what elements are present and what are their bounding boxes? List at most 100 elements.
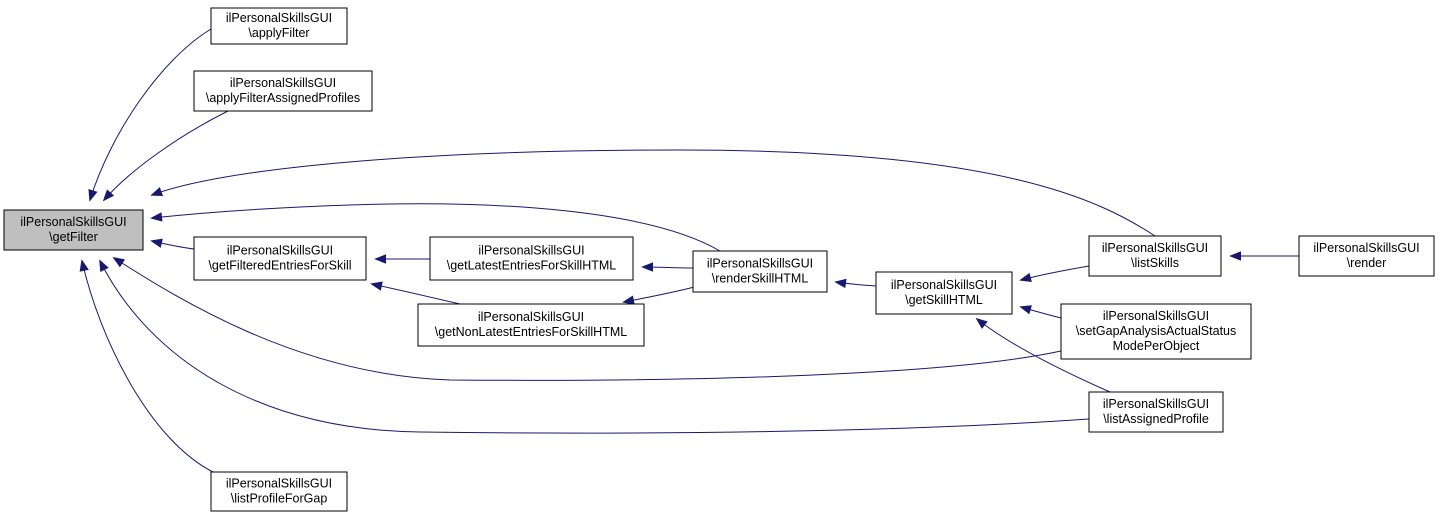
edge-line bbox=[371, 283, 461, 305]
arrowhead bbox=[99, 259, 109, 273]
arrowhead bbox=[150, 212, 163, 222]
node-box[interactable] bbox=[875, 271, 1013, 315]
node-box[interactable] bbox=[417, 303, 645, 347]
node-label-line: \getFilteredEntriesForSkill bbox=[208, 259, 351, 273]
node-label-line: ilPersonalSkillsGUI bbox=[1103, 309, 1209, 323]
arrowhead bbox=[112, 257, 125, 268]
arrowhead bbox=[975, 317, 988, 329]
arrowhead bbox=[102, 189, 115, 202]
edge-getFilteredEntriesForSkill-to-getFilter bbox=[150, 238, 195, 250]
arrowhead bbox=[370, 281, 383, 291]
node-render[interactable]: ilPersonalSkillsGUI\render bbox=[1298, 235, 1435, 277]
edge-getNonLatestEntriesForSkillHTML-to-getFilteredEntriesForSkill bbox=[370, 281, 461, 305]
arrowhead bbox=[641, 262, 654, 272]
edge-listProfileForGap-to-getFilter bbox=[79, 259, 214, 473]
node-label-line: \render bbox=[1347, 256, 1387, 270]
edge-listSkills-to-getSkillHTML bbox=[1019, 265, 1090, 283]
node-label-line: \listSkills bbox=[1131, 256, 1179, 270]
edge-renderSkillHTML-to-getNonLatestEntriesForSkillHTML bbox=[622, 285, 699, 305]
node-box[interactable] bbox=[429, 236, 634, 281]
node-getFilteredEntriesForSkill[interactable]: ilPersonalSkillsGUI\getFilteredEntriesFo… bbox=[193, 236, 367, 281]
edge-line bbox=[976, 318, 1111, 393]
arrowhead bbox=[1019, 272, 1032, 283]
node-box[interactable] bbox=[210, 471, 348, 512]
node-label-line: \getSkillHTML bbox=[905, 293, 983, 307]
edge-listAssignedProfile-to-getSkillHTML bbox=[975, 317, 1111, 393]
edge-listAssignedProfile-to-getFilter bbox=[99, 259, 1090, 434]
edge-line bbox=[1020, 265, 1090, 281]
node-label-line: \getFilter bbox=[49, 230, 98, 244]
edge-renderSkillHTML-to-getLatestEntriesForSkillHTML bbox=[641, 262, 694, 272]
node-label-line: ilPersonalSkillsGUI bbox=[478, 310, 584, 324]
edge-line bbox=[103, 110, 229, 201]
edge-line bbox=[81, 260, 214, 473]
node-box[interactable] bbox=[692, 250, 828, 293]
edge-line bbox=[623, 285, 699, 303]
node-label-line: ModePerObject bbox=[1113, 339, 1200, 353]
node-label-line: \applyFilter bbox=[248, 26, 309, 40]
node-label-line: ilPersonalSkillsGUI bbox=[478, 244, 584, 258]
node-setGapAnalysisActualStatusModePerObject[interactable]: ilPersonalSkillsGUI\setGapAnalysisActual… bbox=[1060, 303, 1252, 360]
node-getLatestEntriesForSkillHTML[interactable]: ilPersonalSkillsGUI\getLatestEntriesForS… bbox=[429, 236, 634, 281]
edge-applyFilter-to-getFilter bbox=[88, 28, 212, 202]
node-box[interactable] bbox=[1088, 235, 1222, 277]
node-getSkillHTML[interactable]: ilPersonalSkillsGUI\getSkillHTML bbox=[875, 271, 1013, 315]
node-applyFilter[interactable]: ilPersonalSkillsGUI\applyFilter bbox=[210, 7, 348, 45]
node-label-line: ilPersonalSkillsGUI bbox=[227, 244, 333, 258]
node-label-line: ilPersonalSkillsGUI bbox=[226, 477, 332, 491]
arrowhead bbox=[88, 189, 98, 202]
node-renderSkillHTML[interactable]: ilPersonalSkillsGUI\renderSkillHTML bbox=[692, 250, 828, 293]
edge-listSkills-to-getFilter bbox=[150, 149, 1156, 237]
node-label-line: \listProfileForGap bbox=[231, 492, 328, 506]
edge-render-to-listSkills bbox=[1229, 251, 1299, 261]
node-label-line: ilPersonalSkillsGUI bbox=[230, 76, 336, 90]
edge-getSkillHTML-to-renderSkillHTML bbox=[834, 278, 877, 289]
node-label-line: \getLatestEntriesForSkillHTML bbox=[447, 259, 617, 273]
node-label-line: ilPersonalSkillsGUI bbox=[226, 11, 332, 25]
node-getNonLatestEntriesForSkillHTML[interactable]: ilPersonalSkillsGUI\getNonLatestEntriesF… bbox=[417, 303, 645, 347]
edge-line bbox=[151, 149, 1156, 237]
arrowhead bbox=[150, 187, 164, 197]
edge-setGapAnalysisActualStatusModePerObject-to-getFilter bbox=[112, 257, 1062, 381]
node-getFilter[interactable]: ilPersonalSkillsGUI\getFilter bbox=[3, 209, 144, 251]
node-label-line: ilPersonalSkillsGUI bbox=[1103, 397, 1209, 411]
node-applyFilterAssignedProfiles[interactable]: ilPersonalSkillsGUI\applyFilterAssignedP… bbox=[193, 70, 373, 112]
edge-applyFilterAssignedProfiles-to-getFilter bbox=[102, 110, 229, 202]
arrowhead bbox=[374, 254, 386, 264]
node-label-line: \getNonLatestEntriesForSkillHTML bbox=[435, 325, 627, 339]
edge-line bbox=[113, 257, 1062, 381]
edge-line bbox=[99, 260, 1090, 434]
node-label-line: \renderSkillHTML bbox=[712, 272, 809, 286]
nodes-layer: ilPersonalSkillsGUI\getFilterilPersonalS… bbox=[3, 7, 1435, 512]
node-listSkills[interactable]: ilPersonalSkillsGUI\listSkills bbox=[1088, 235, 1222, 277]
node-label-line: ilPersonalSkillsGUI bbox=[20, 215, 126, 229]
node-box[interactable] bbox=[1060, 303, 1252, 360]
node-box[interactable] bbox=[210, 7, 348, 45]
edge-line bbox=[89, 28, 212, 201]
node-box[interactable] bbox=[1088, 391, 1224, 433]
node-listAssignedProfile[interactable]: ilPersonalSkillsGUI\listAssignedProfile bbox=[1088, 391, 1224, 433]
node-box[interactable] bbox=[3, 209, 144, 251]
edge-setGapAnalysisActualStatusModePerObject-to-getSkillHTML bbox=[1019, 305, 1062, 319]
arrowhead bbox=[1019, 305, 1032, 315]
node-box[interactable] bbox=[193, 236, 367, 281]
arrowhead bbox=[622, 295, 635, 305]
node-label-line: ilPersonalSkillsGUI bbox=[1313, 241, 1419, 255]
node-listProfileForGap[interactable]: ilPersonalSkillsGUI\listProfileForGap bbox=[210, 471, 348, 512]
arrowhead bbox=[79, 259, 89, 272]
edges-layer bbox=[79, 28, 1299, 473]
node-label-line: \setGapAnalysisActualStatus bbox=[1076, 324, 1237, 338]
edge-line bbox=[151, 203, 721, 252]
node-label-line: \applyFilterAssignedProfiles bbox=[206, 91, 360, 105]
arrowhead bbox=[1229, 251, 1241, 261]
arrowhead bbox=[150, 238, 163, 248]
node-box[interactable] bbox=[193, 70, 373, 112]
node-label-line: \listAssignedProfile bbox=[1103, 412, 1209, 426]
arrowhead bbox=[834, 278, 847, 289]
node-label-line: ilPersonalSkillsGUI bbox=[891, 278, 997, 292]
node-box[interactable] bbox=[1298, 235, 1435, 277]
node-label-line: ilPersonalSkillsGUI bbox=[1102, 241, 1208, 255]
edge-renderSkillHTML-to-getFilter bbox=[150, 203, 721, 252]
edge-getLatestEntriesForSkillHTML-to-getFilteredEntriesForSkill bbox=[374, 254, 430, 264]
